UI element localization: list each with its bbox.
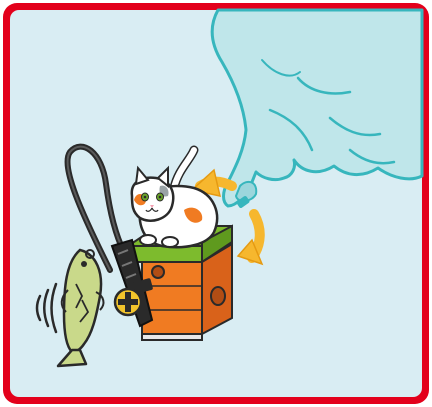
- cross-axle-icon: [115, 289, 141, 315]
- tower-front: [142, 262, 202, 334]
